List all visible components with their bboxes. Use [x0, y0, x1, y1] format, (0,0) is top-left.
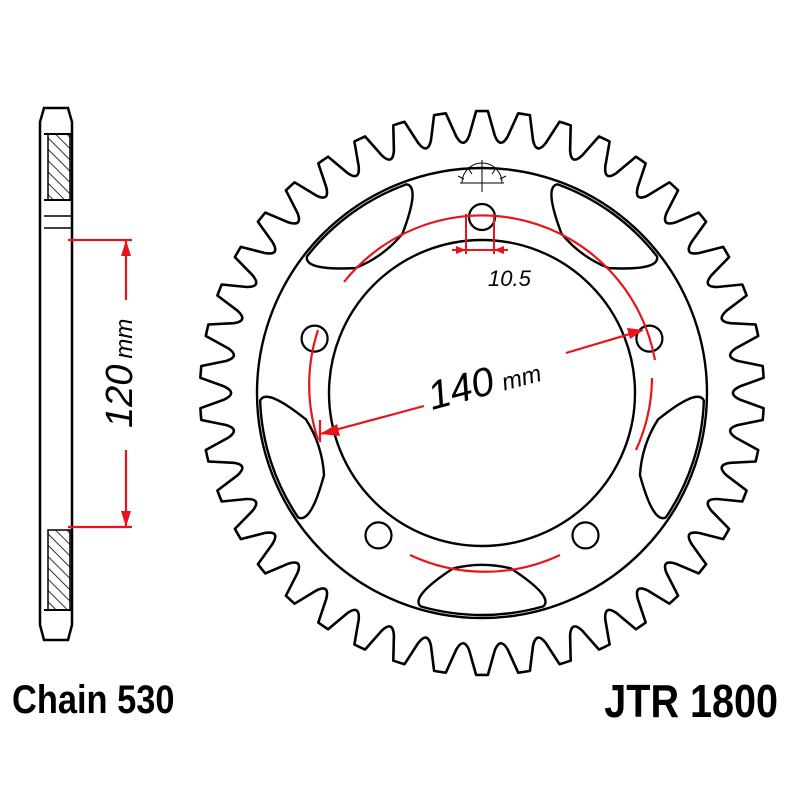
pcd-dimension [308, 214, 657, 573]
bolt-hole [467, 202, 497, 232]
lightening-holes [258, 183, 706, 617]
lightening-hole [638, 395, 706, 520]
lightening-hole [417, 563, 547, 617]
bolt-hole [364, 521, 393, 550]
lightening-hole [550, 183, 659, 270]
side-view: 120mm [38, 106, 141, 642]
front-view: 140mm 10.5 [199, 109, 765, 677]
bolt-holes [300, 202, 664, 550]
center-bore [327, 238, 637, 548]
side-profile-outline [38, 106, 74, 642]
chain-size-label: Chain 530 [12, 678, 175, 722]
hub-top-hatch [47, 133, 71, 201]
hub-bottom-hatch [47, 529, 71, 611]
lightening-hole [305, 183, 414, 270]
width-dimension [68, 238, 132, 529]
width-dimension-label: 120mm [99, 319, 141, 428]
lightening-hole [258, 395, 326, 520]
bolt-hole-dimension [452, 214, 508, 254]
top-mark [457, 160, 507, 192]
bolt-hole-dimension-label: 10.5 [488, 266, 532, 291]
part-number-label: JTR 1800 [604, 675, 778, 727]
bolt-hole [571, 521, 600, 550]
